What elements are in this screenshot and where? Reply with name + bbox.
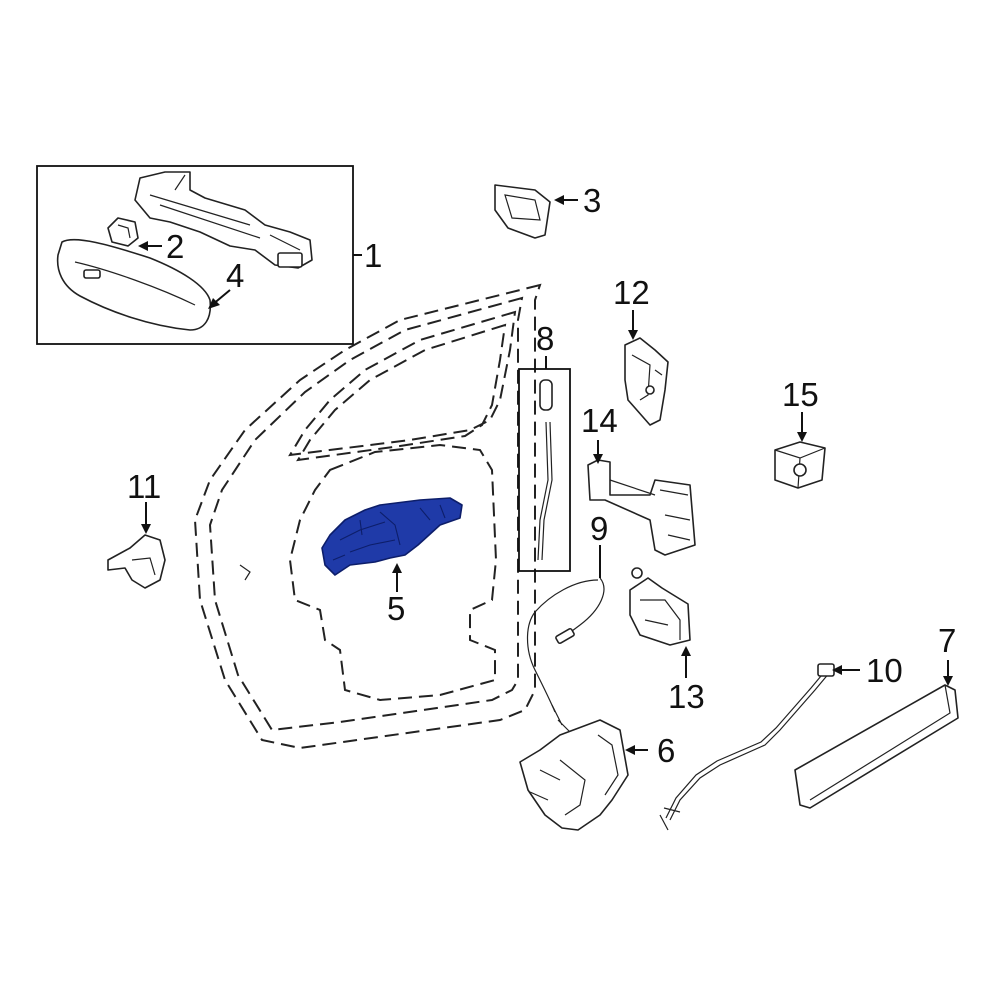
- part-8-rod: [537, 379, 553, 561]
- part-9-cable: [526, 577, 605, 733]
- callout-14: 14: [581, 402, 618, 439]
- door-outline: [193, 283, 542, 750]
- callout-13: 13: [668, 678, 705, 715]
- callout-5: 5: [387, 590, 405, 627]
- callout-1: 1: [364, 237, 382, 274]
- part-11-striker: [107, 534, 166, 589]
- part-10-cable: [659, 663, 835, 831]
- part-2-clip: [107, 217, 139, 247]
- callout-3: 3: [583, 182, 601, 219]
- part-14-check: [587, 459, 696, 556]
- part-6-latch: [519, 719, 629, 831]
- callout-9: 9: [590, 510, 608, 547]
- leader-lines: [138, 195, 953, 755]
- callout-6: 6: [657, 732, 675, 769]
- part-7-moulding: [794, 684, 959, 809]
- part-5-highlighted: [321, 497, 463, 576]
- callout-7: 7: [938, 622, 956, 659]
- part-13-hinge: [629, 567, 691, 646]
- callout-11: 11: [127, 468, 161, 505]
- handle-carrier-part: [134, 171, 313, 269]
- callout-4: 4: [226, 257, 244, 294]
- callout-12: 12: [613, 274, 650, 311]
- part-15-bumper: [774, 441, 826, 489]
- part-4-handle: [56, 238, 212, 331]
- part-12-hinge: [624, 337, 669, 426]
- callout-labels: 1 2 3 4 5 6 7 8 9 10 11 12 13 14 15: [127, 182, 956, 769]
- callout-8: 8: [536, 320, 554, 357]
- callout-2: 2: [166, 228, 184, 265]
- part-8-frame: [518, 368, 571, 572]
- part-3-bezel: [494, 184, 551, 239]
- callout-10: 10: [866, 652, 903, 689]
- callout-15: 15: [782, 376, 819, 413]
